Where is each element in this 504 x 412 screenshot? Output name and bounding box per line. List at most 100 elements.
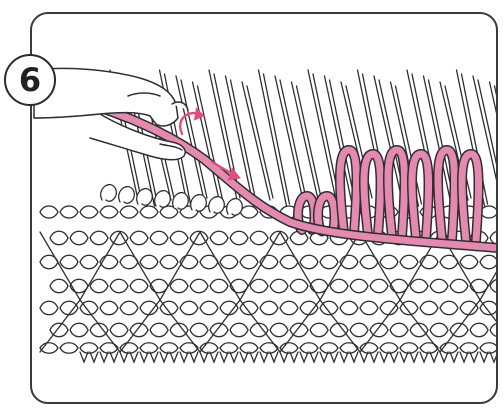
knit-stitch [330, 279, 348, 293]
knit-stitch [390, 323, 408, 337]
needle-line [280, 80, 306, 198]
knit-stitch [310, 323, 328, 337]
knit-stitch [400, 255, 418, 269]
knit-stitch [240, 343, 258, 354]
knit-stitch [300, 343, 318, 354]
knit-stitch [320, 255, 338, 269]
knit-stitch [130, 279, 148, 293]
fringe-line [320, 352, 328, 362]
fringe-line [140, 352, 148, 362]
fringe-line [240, 352, 248, 362]
knit-stitch [140, 206, 158, 218]
knit-stitch [420, 301, 438, 315]
knit-stitch [250, 279, 268, 293]
knit-stitch [290, 279, 308, 293]
knit-stitch [90, 231, 108, 245]
fringe-line [150, 352, 158, 362]
knit-stitch [220, 343, 238, 354]
fringe-line [340, 352, 348, 362]
knit-stitch [230, 231, 248, 245]
white-loop [155, 191, 171, 208]
knit-stitch [400, 343, 418, 354]
knit-stitch [260, 301, 278, 315]
knit-stitch [300, 301, 318, 315]
knit-stitch [460, 255, 478, 269]
fringe-line [90, 352, 98, 362]
knit-stitch [100, 301, 118, 315]
fringe-line [360, 352, 368, 362]
knit-stitch [60, 301, 78, 315]
knit-stitch [160, 343, 178, 354]
needle-line [181, 80, 207, 198]
fringe-line [260, 352, 268, 362]
knit-stitch [460, 301, 478, 315]
knit-stitch [110, 279, 128, 293]
fringe-line [430, 352, 438, 362]
fringe-line [130, 352, 138, 362]
fringe-line [450, 352, 458, 362]
knit-stitch [230, 323, 248, 337]
pink-loop [388, 150, 405, 236]
fringe-line [110, 352, 118, 362]
step-number-badge: 6 [4, 54, 56, 106]
knit-stitch [240, 255, 258, 269]
white-loop [227, 199, 243, 216]
knit-stitch [160, 255, 178, 269]
knit-stitch [80, 255, 98, 269]
fringe-line [470, 352, 478, 362]
knit-stitch [210, 279, 228, 293]
needle-line [495, 86, 504, 204]
knit-stitch [190, 323, 208, 337]
knit-stitch [430, 279, 448, 293]
knit-stitch [190, 279, 208, 293]
fringe-line [480, 352, 488, 362]
knit-stitch [170, 231, 188, 245]
fringe-line [120, 352, 128, 362]
knit-stitch [250, 231, 268, 245]
fringe-line [80, 352, 88, 362]
knit-stitch [180, 343, 198, 354]
knit-stitch [40, 301, 58, 315]
fringe-line [290, 352, 298, 362]
needle-line [242, 82, 270, 200]
fringe-line [380, 352, 388, 362]
knit-stitch [260, 343, 278, 354]
fringe-line [160, 352, 168, 362]
fringe-line [100, 352, 108, 362]
fringe-line [270, 352, 278, 362]
fringe-line [230, 352, 238, 362]
knit-stitch [270, 279, 288, 293]
knit-stitch [100, 343, 118, 354]
fringe-line [330, 352, 338, 362]
knit-stitch [140, 343, 158, 354]
knit-stitch [140, 255, 158, 269]
knit-stitch [200, 301, 218, 315]
white-loop [119, 187, 135, 204]
knit-stitch [360, 301, 378, 315]
knit-stitch [320, 343, 338, 354]
fringe-line [170, 352, 178, 362]
knit-stitch [380, 301, 398, 315]
pink-loop [364, 154, 381, 235]
knit-stitch [450, 279, 468, 293]
knit-stitch [70, 323, 88, 337]
fringe-line [180, 352, 188, 362]
knit-stitch [120, 301, 138, 315]
knit-stitch [210, 231, 228, 245]
knit-stitch [440, 301, 458, 315]
white-loop [137, 189, 153, 206]
knit-stitch [110, 323, 128, 337]
knit-stitch [270, 323, 288, 337]
knit-stitch [50, 279, 68, 293]
pink-loop [340, 150, 357, 233]
knit-stitch [130, 231, 148, 245]
knit-stitch [380, 343, 398, 354]
knit-stitch [80, 343, 98, 354]
knit-stitch [350, 323, 368, 337]
fringe-line [200, 352, 208, 362]
fringe-line [390, 352, 398, 362]
fringe-line [190, 352, 198, 362]
white-loop [101, 185, 117, 202]
knit-stitch [180, 301, 198, 315]
knit-stitch [150, 323, 168, 337]
